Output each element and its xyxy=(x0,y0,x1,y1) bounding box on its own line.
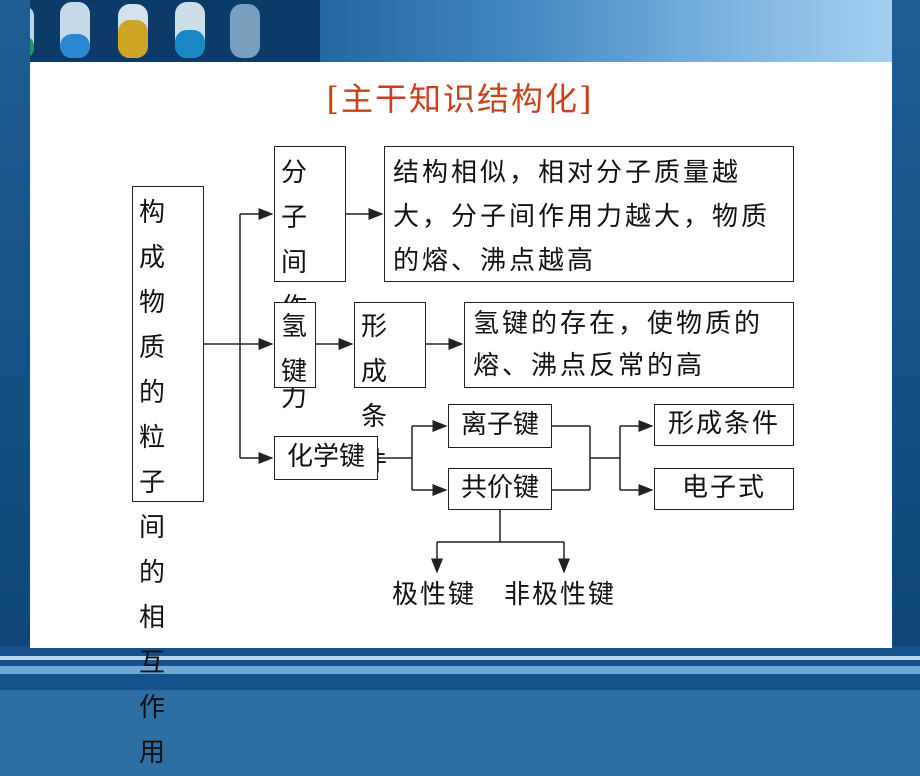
hydrogen-condition-box: 形成条件 xyxy=(354,302,426,477)
intermolecular-desc: 结构相似，相对分子质量越大，分子间作用力越大，物质的熔、沸点越高 xyxy=(393,158,771,276)
hydrogen-label: 氢键 xyxy=(281,312,312,387)
hydrogen-box: 氢键 xyxy=(274,302,316,388)
hydrogen-desc-box: 氢键的存在，使物质的熔、沸点反常的高 xyxy=(464,302,794,388)
footer-stripe xyxy=(0,666,920,674)
slide-frame-right xyxy=(892,0,920,690)
connector-lines xyxy=(204,208,654,574)
formation-condition-label: 形成条件 xyxy=(667,409,780,439)
test-tubes-icon xyxy=(0,0,320,62)
chemical-bond-box: 化学键 xyxy=(274,436,378,480)
formation-condition-box: 形成条件 xyxy=(654,404,794,446)
footer-stripe-light xyxy=(0,656,920,660)
root-box: 构成物质的粒子间的相互作用 xyxy=(132,186,204,768)
electron-formula-box: 电子式 xyxy=(654,468,794,510)
covalent-bond-label: 共价键 xyxy=(460,473,539,503)
polar-bond-label: 极性键 xyxy=(392,580,477,610)
root-label: 构成物质的粒子间的相互作用 xyxy=(139,198,170,768)
intermolecular-desc-box: 结构相似，相对分子质量越大，分子间作用力越大，物质的熔、沸点越高 xyxy=(384,146,794,282)
electron-formula-label: 电子式 xyxy=(681,473,766,503)
slide-header-band xyxy=(0,0,920,62)
hydrogen-desc: 氢键的存在，使物质的熔、沸点反常的高 xyxy=(473,309,764,381)
covalent-bond-box: 共价键 xyxy=(448,468,552,510)
ionic-bond-label: 离子键 xyxy=(460,410,539,440)
intermolecular-box: 分子间作用力 xyxy=(274,146,346,413)
ionic-bond-box: 离子键 xyxy=(448,404,552,448)
slide-frame-left xyxy=(0,0,30,690)
chemical-bond-label: 化学键 xyxy=(286,442,365,472)
slide-title: [主干知识结构化] xyxy=(326,80,594,118)
nonpolar-bond-label: 非极性键 xyxy=(504,580,617,610)
